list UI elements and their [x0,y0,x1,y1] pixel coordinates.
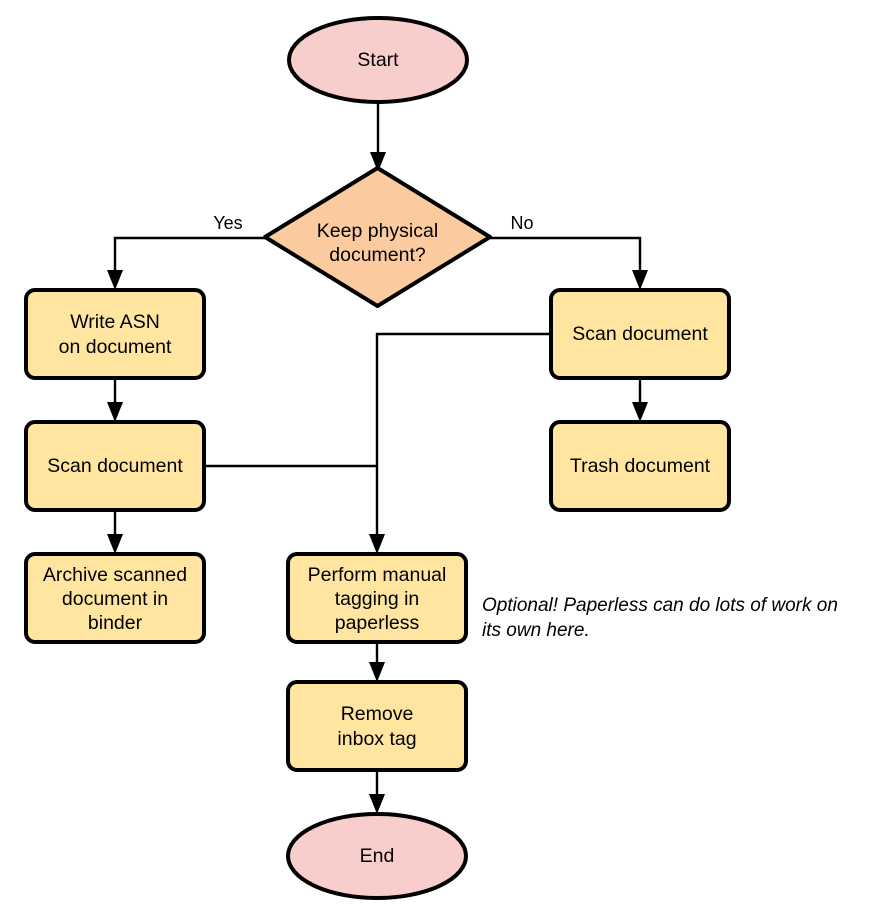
end-ellipse [286,812,468,900]
edge-label-yes: Yes [213,213,242,233]
connector-scan-left-to-archive [107,510,123,554]
node-end[interactable]: End [286,812,468,900]
decision-label-line1: Keep physical [317,220,438,242]
remove-inbox-tag-label-line2: inbox tag [337,728,416,750]
decision-diamond [263,166,492,308]
connector-remove-tag-to-end [369,770,385,814]
connector-tagging-to-remove-tag [369,642,385,682]
scan-document-right-label: Scan document [572,323,708,345]
trash-document-box [549,420,731,512]
scan-document-right-box [549,288,731,380]
node-start[interactable]: Start [287,16,469,104]
node-write-asn-on-document[interactable]: Write ASN on document [24,288,206,380]
node-archive-scanned-document[interactable]: Archive scanned document in binder [24,552,206,644]
archive-label-line2: document in [62,588,168,610]
node-trash-document[interactable]: Trash document [549,420,731,512]
end-label: End [360,845,395,867]
edge-label-no: No [510,213,533,233]
node-scan-document-right[interactable]: Scan document [549,288,731,380]
connector-scan-right-to-trash [632,378,648,422]
write-asn-label-line1: Write ASN [70,311,160,333]
node-decision-keep-physical-document[interactable]: Keep physical document? [263,166,492,308]
remove-inbox-tag-label-line1: Remove [341,703,414,725]
start-label: Start [357,49,399,71]
tagging-label-line3: paperless [335,612,420,634]
tagging-label-line1: Perform manual [308,564,447,586]
tagging-label-line2: tagging in [335,588,420,610]
archive-box [24,552,206,644]
note-line1: Optional! Paperless can do lots of work … [482,595,838,616]
scan-document-left-box [24,420,206,512]
node-remove-inbox-tag[interactable]: Remove inbox tag [286,680,468,772]
note-optional-paperless: Optional! Paperless can do lots of work … [482,595,838,641]
node-perform-manual-tagging[interactable]: Perform manual tagging in paperless [286,552,468,644]
connector-decision-no-to-scan-right [490,236,648,290]
node-scan-document-left[interactable]: Scan document [24,420,206,512]
trash-document-label: Trash document [570,455,711,477]
write-asn-box [24,288,206,380]
scan-document-left-label: Scan document [47,455,183,477]
connector-decision-yes-to-write-asn [107,236,265,290]
connector-write-asn-to-scan-left [107,378,123,422]
decision-label-line2: document? [329,244,426,266]
tagging-box [286,552,468,644]
archive-label-line1: Archive scanned [43,564,187,586]
connector-start-to-decision [370,102,386,172]
write-asn-label-line2: on document [59,336,172,358]
remove-inbox-tag-box [286,680,468,772]
archive-label-line3: binder [88,612,143,634]
start-ellipse [287,16,469,104]
connector-scan-right-to-tagging [369,332,552,554]
note-line2: its own here. [482,620,590,641]
